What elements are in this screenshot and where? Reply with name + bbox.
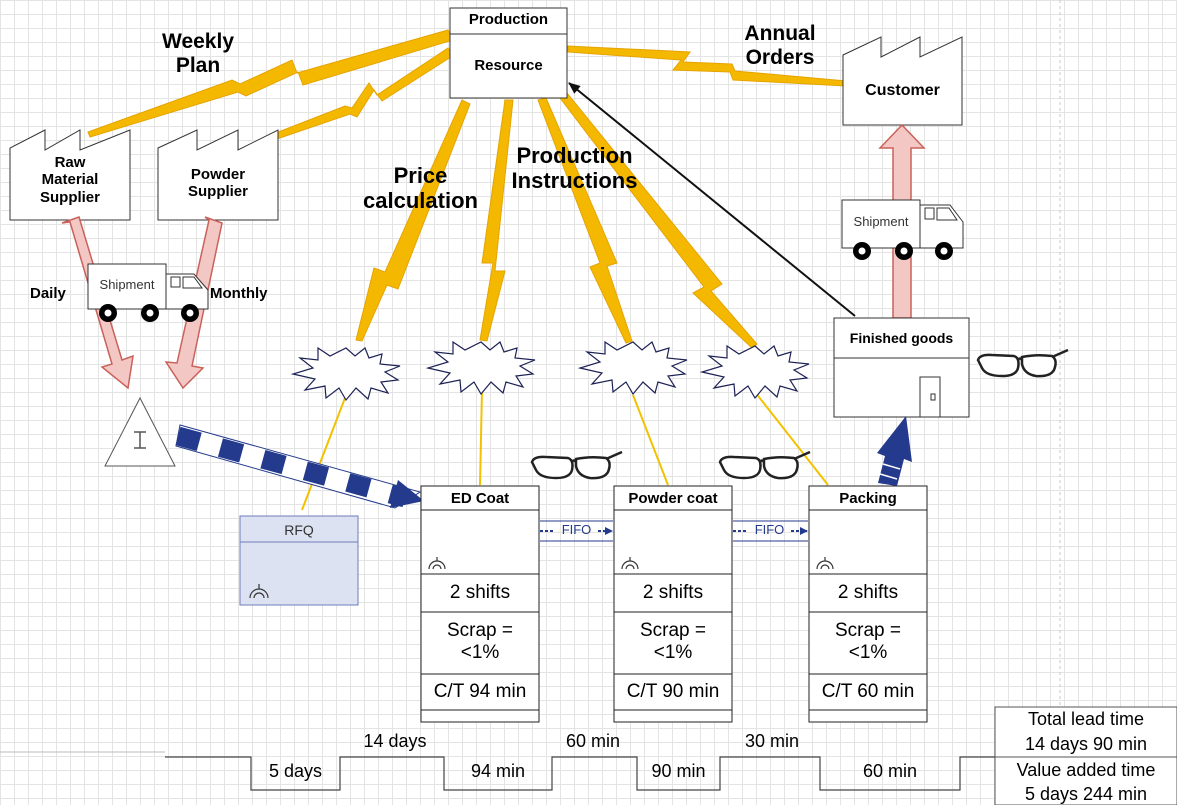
annual-orders-label: Annual Orders	[744, 22, 816, 70]
process-box-powder-coat[interactable]	[613, 485, 733, 723]
process-shifts-ed-coat: 2 shifts	[449, 582, 511, 603]
lightning-raw-supplier	[87, 29, 454, 138]
fifo-label: FIFO	[561, 522, 592, 537]
finished-goods-label: Finished goods	[849, 330, 954, 346]
info-line-powder-coat	[632, 394, 669, 486]
process-scrap-powder-coat: Scrap = <1%	[639, 620, 706, 663]
process-name-ed-coat: ED Coat	[450, 490, 510, 507]
daily-frequency-label: Daily	[30, 285, 66, 302]
total-lead-time-label: Total lead time	[1027, 709, 1145, 729]
process-shifts-powder-coat: 2 shifts	[642, 582, 704, 603]
process-cycle-time-ed-coat: C/T 94 min	[433, 681, 527, 702]
glasses-icon	[718, 450, 811, 480]
process-box-packing[interactable]	[808, 485, 928, 723]
process-scrap-packing: Scrap = <1%	[834, 620, 901, 663]
supplier-shipment-label: Shipment	[99, 277, 155, 292]
raw-material-supplier-factory-icon[interactable]	[9, 129, 131, 221]
processing-time-3: 90 min	[651, 761, 706, 781]
kaizen-bursts	[290, 340, 810, 402]
supplier-truck-icon	[87, 263, 209, 322]
process-box-ed-coat[interactable]	[420, 485, 540, 723]
operator-icon	[621, 557, 639, 570]
info-line-packing	[754, 391, 829, 486]
glasses-icon	[976, 348, 1069, 378]
operator-icon	[816, 557, 834, 570]
processing-time-4: 60 min	[862, 761, 918, 781]
weekly-plan-label: Weekly Plan	[162, 30, 234, 78]
powder-supplier-label: Powder Supplier	[187, 166, 248, 201]
process-cycle-time-packing: C/T 60 min	[821, 681, 915, 702]
processing-time-1: 5 days	[268, 761, 323, 781]
production-feedback-arrow	[568, 82, 856, 317]
kaizen-burst-powder-coat	[577, 340, 688, 396]
lightning-packing	[559, 92, 758, 349]
to-finished-goods-arrow	[877, 416, 912, 486]
lightning-powder-coat	[537, 97, 633, 344]
push-arrow	[175, 424, 424, 509]
powder-supplier-factory-icon[interactable]	[157, 129, 279, 221]
customer-label: Customer	[865, 82, 940, 99]
glasses-icon	[530, 450, 623, 480]
process-cycle-time-powder-coat: C/T 90 min	[626, 681, 720, 702]
monthly-frequency-label: Monthly	[210, 285, 268, 302]
information-flow-lines	[301, 389, 829, 511]
operator-icon	[249, 584, 269, 599]
customer-factory-icon[interactable]	[842, 36, 963, 126]
fifo-label: FIFO	[754, 522, 785, 537]
process-shifts-packing: 2 shifts	[837, 582, 899, 603]
finished-goods-warehouse[interactable]	[833, 317, 970, 418]
inventory-triangle-icon[interactable]	[104, 396, 176, 467]
electronic-info-flows	[87, 29, 847, 349]
waiting-time-2: 60 min	[565, 731, 621, 751]
kaizen-burst-ed-coat	[425, 340, 536, 396]
info-line-rfq	[301, 397, 346, 511]
processing-time-2: 94 min	[470, 761, 526, 781]
fifo-lanes	[540, 520, 808, 542]
process-scrap-ed-coat: Scrap = <1%	[446, 620, 513, 663]
rfq-box[interactable]	[239, 515, 359, 606]
production-control-subtitle: Resource	[474, 57, 543, 74]
operator-icon	[428, 557, 446, 570]
kaizen-burst-packing	[699, 344, 810, 400]
production-control-title: Production	[468, 11, 549, 28]
production-control-box[interactable]	[449, 7, 568, 99]
price-calculation-label: Price calculation	[363, 163, 478, 214]
customer-truck-icon	[841, 199, 964, 260]
process-name-powder-coat: Powder coat	[628, 490, 718, 507]
value-added-time-value: 5 days 244 min	[1024, 784, 1148, 804]
total-lead-time-value: 14 days 90 min	[1024, 734, 1148, 754]
info-line-ed-coat	[479, 389, 483, 486]
customer-shipment-label: Shipment	[853, 214, 909, 229]
raw-material-supplier-label: Raw Material Supplier	[39, 154, 100, 206]
lead-time-ladder	[0, 706, 1177, 805]
production-instructions-label: Production Instructions	[511, 143, 638, 194]
kaizen-burst-rfq	[290, 346, 401, 402]
waiting-time-3: 30 min	[744, 731, 800, 751]
value-added-time-label: Value added time	[1016, 760, 1156, 780]
waiting-time-1: 14 days	[363, 731, 427, 751]
lightning-rfq	[355, 99, 471, 342]
rfq-label: RFQ	[284, 522, 314, 538]
eyeglasses-icons	[530, 348, 1069, 480]
process-name-packing: Packing	[839, 490, 897, 507]
lightning-ed-coat	[479, 99, 514, 342]
